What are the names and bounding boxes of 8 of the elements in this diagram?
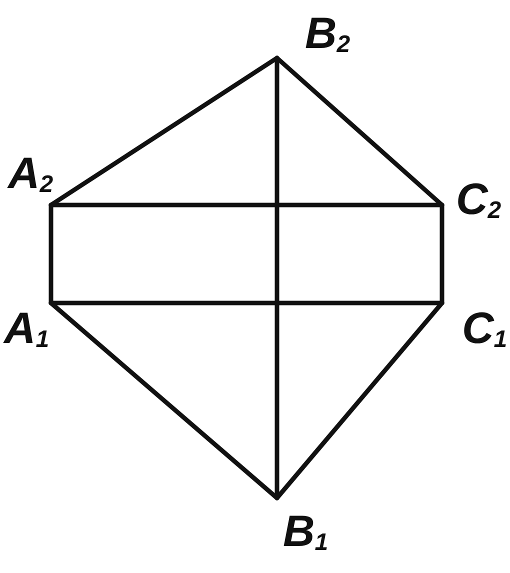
vertex-label: A$_{2}$ bbox=[8, 152, 54, 197]
vertex-label: C$_{1}$ bbox=[462, 307, 508, 352]
vertex-label: B$_{1}$ bbox=[283, 510, 328, 555]
line-segment bbox=[440, 202, 444, 306]
vertex-label: A$_{1}$ bbox=[4, 307, 50, 352]
vertex-label: C$_{2}$ bbox=[456, 178, 502, 223]
line-segment bbox=[274, 56, 280, 500]
vertex-label: B$_{2}$ bbox=[305, 12, 350, 57]
